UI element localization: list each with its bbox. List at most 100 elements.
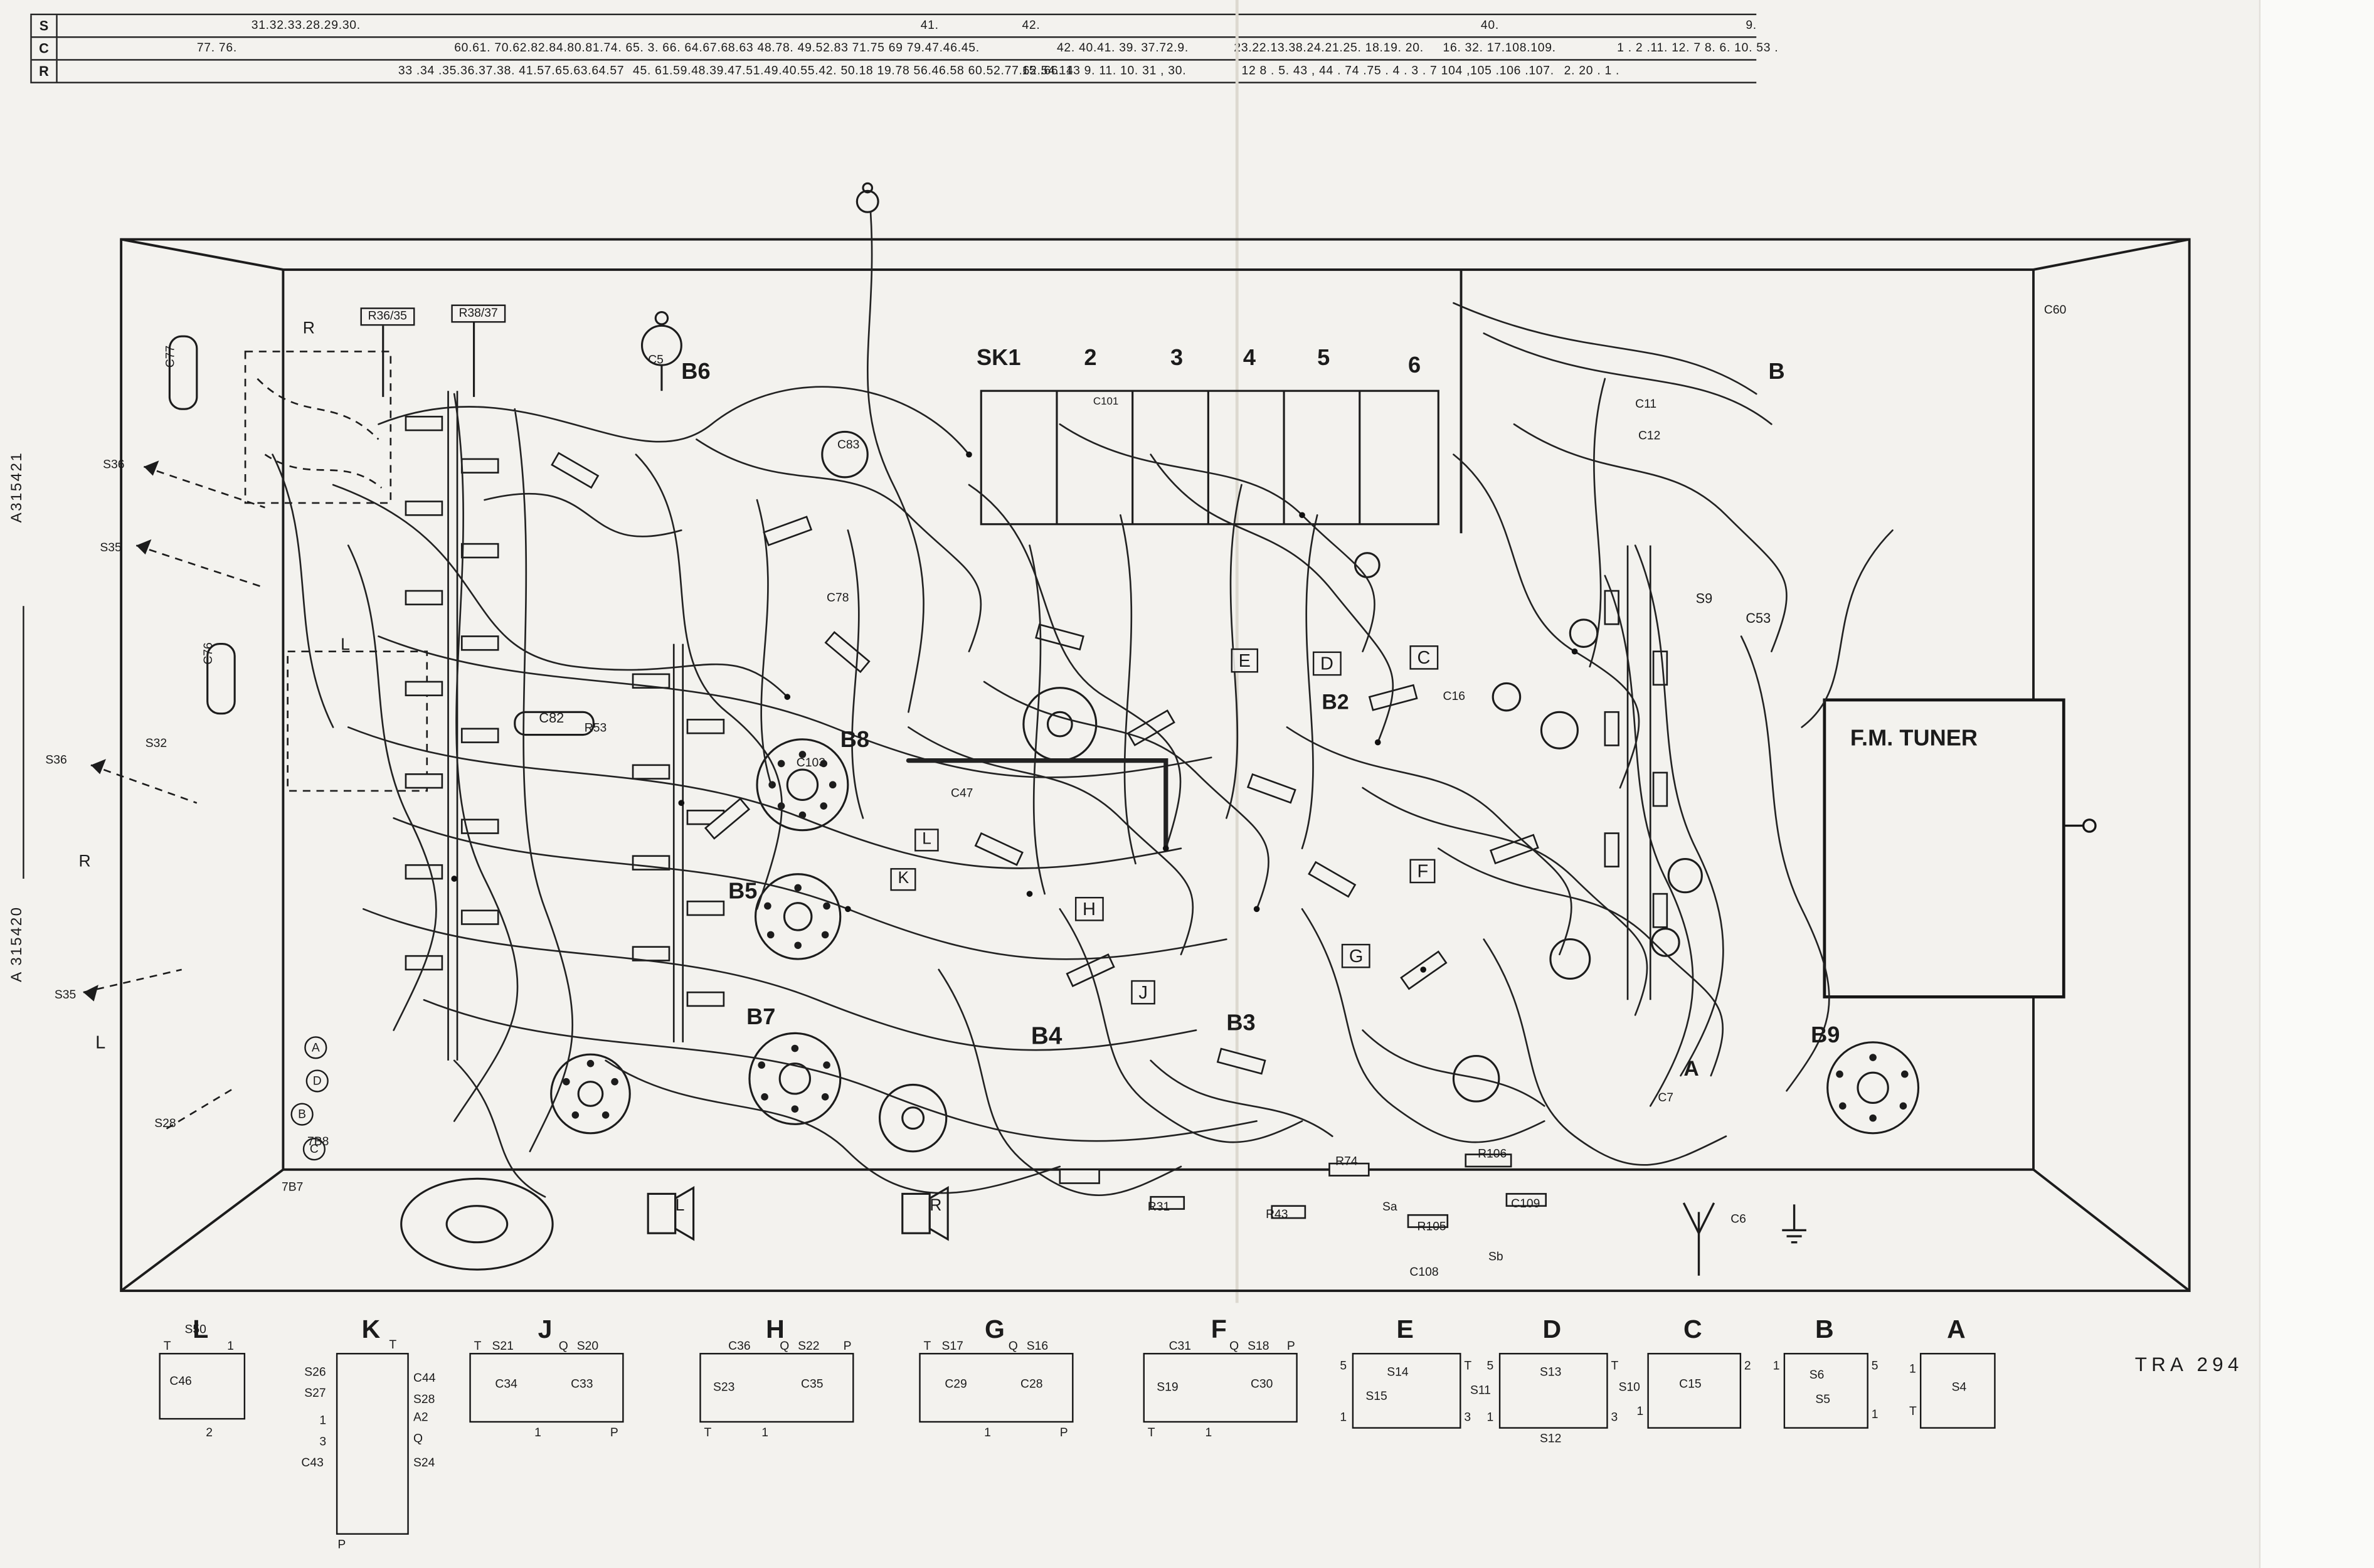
ground-icon (1782, 1204, 1806, 1244)
panel-label-3: 3 (1464, 1410, 1471, 1424)
panel-label-1: 1 (534, 1425, 541, 1439)
panel-label-c15: C15 (1679, 1377, 1702, 1391)
panel-label-1: 1 (761, 1425, 768, 1439)
panel-label-c31: C31 (1168, 1339, 1192, 1353)
panel-label-t: T (704, 1425, 712, 1439)
panel-letter: H (766, 1315, 785, 1344)
scattered-resistors (551, 452, 1539, 1075)
chassis-outline (120, 238, 2191, 1292)
panel-label-a2: A2 (413, 1410, 428, 1424)
panel-label-1: 1 (1909, 1362, 1916, 1376)
panel-label-c35: C35 (801, 1377, 824, 1391)
index-row-content: 77. 76.60.61. 70.62.82.84.80.81.74. 65. … (58, 38, 1778, 59)
panel-label-s11: S11 (1470, 1383, 1491, 1397)
panel-label-1: 1 (1636, 1404, 1644, 1418)
panel-label-q: Q (1229, 1339, 1239, 1353)
panel-label-p: P (610, 1425, 618, 1439)
panel-label-1: 1 (1486, 1410, 1494, 1424)
panel-label-s23: S23 (713, 1380, 735, 1394)
panel-letter: J (538, 1315, 553, 1344)
panel-letter: A (1947, 1315, 1966, 1344)
panel-label-s10: S10 (1618, 1380, 1640, 1394)
index-row-letter: R (30, 60, 58, 82)
panel-label-s24: S24 (413, 1456, 435, 1470)
panel-label-t: T (1147, 1425, 1155, 1439)
panel-letter: B (1815, 1315, 1834, 1344)
panel-label-c46: C46 (169, 1374, 192, 1388)
index-segment: 40. (1480, 18, 1499, 32)
sheet-code-divider (23, 606, 24, 879)
panel-label-c29: C29 (945, 1377, 967, 1391)
panel-label-3: 3 (319, 1434, 327, 1449)
component-strips (405, 391, 1668, 1228)
panel-label-c34: C34 (495, 1377, 517, 1391)
panel-label-t: T (923, 1339, 931, 1353)
panel-label-s27: S27 (304, 1386, 326, 1400)
index-segment: 16. 32. 17.108.109. (1443, 41, 1556, 55)
panel-label-c36: C36 (728, 1339, 751, 1353)
drawing-number: TRA 294 (2134, 1353, 2244, 1376)
panel-label-3: 3 (1611, 1410, 1618, 1424)
index-segment: 41. (920, 18, 939, 32)
panel-label-t: T (1464, 1359, 1472, 1373)
panel-label-s22: S22 (798, 1339, 820, 1353)
panel-label-s20: S20 (576, 1339, 599, 1353)
socket-pins (563, 751, 1909, 1122)
junction-dots (451, 451, 1578, 973)
panel-letter: L (193, 1315, 209, 1344)
index-row-letter: C (30, 38, 58, 60)
panel-label-1: 1 (1871, 1407, 1879, 1421)
panel-label-p: P (1286, 1339, 1295, 1353)
index-segment: 12 8 . 5. 43 , 44 . 74 .75 . 4 . 3 . 7 1… (1241, 63, 1554, 78)
index-segment: 2. 20 . 1 . (1564, 63, 1620, 78)
index-segment: 15 .66. 13 9. 11. 10. 31 , 30. (1022, 63, 1187, 78)
panel-letter: F (1211, 1315, 1227, 1344)
panel-label-c44: C44 (413, 1371, 436, 1385)
panel-label-t: T (163, 1339, 171, 1353)
panel-label-1: 1 (227, 1339, 234, 1353)
panel-label-s18: S18 (1248, 1339, 1269, 1353)
panel-label-1: 1 (1773, 1359, 1780, 1373)
panel-label-s50: S50 (184, 1322, 206, 1337)
fm-tuner-box (1823, 698, 2097, 999)
dashed-coil-areas (83, 351, 428, 1130)
panel-label-q: Q (558, 1339, 568, 1353)
panel-label-t: T (1611, 1359, 1619, 1373)
panel-label-2: 2 (206, 1425, 213, 1439)
index-segment: 31.32.33.28.29.30. (251, 18, 361, 32)
panel-label-p: P (337, 1537, 346, 1552)
panel-label-1: 1 (984, 1425, 991, 1439)
panel-label-c28: C28 (1020, 1377, 1043, 1391)
index-segment: 60.61. 70.62.82.84.80.81.74. 65. 3. 66. … (454, 41, 980, 55)
capacitor-cans (168, 182, 1703, 1103)
panel-letter: G (985, 1315, 1005, 1344)
panel-label-s5: S5 (1815, 1392, 1831, 1406)
panel-letter: E (1396, 1315, 1414, 1344)
panel-label-q: Q (1008, 1339, 1018, 1353)
panel-letter: C (1683, 1315, 1702, 1344)
panel-label-q: Q (413, 1431, 423, 1446)
index-segment: 42. 40.41. 39. 37.72.9. (1056, 41, 1189, 55)
index-row-content: 31.32.33.28.29.30.41.42.40.9. (58, 15, 1757, 36)
panel-label-s14: S14 (1387, 1365, 1409, 1379)
panel-label-s28: S28 (413, 1392, 435, 1406)
panel-label-p: P (843, 1339, 852, 1353)
